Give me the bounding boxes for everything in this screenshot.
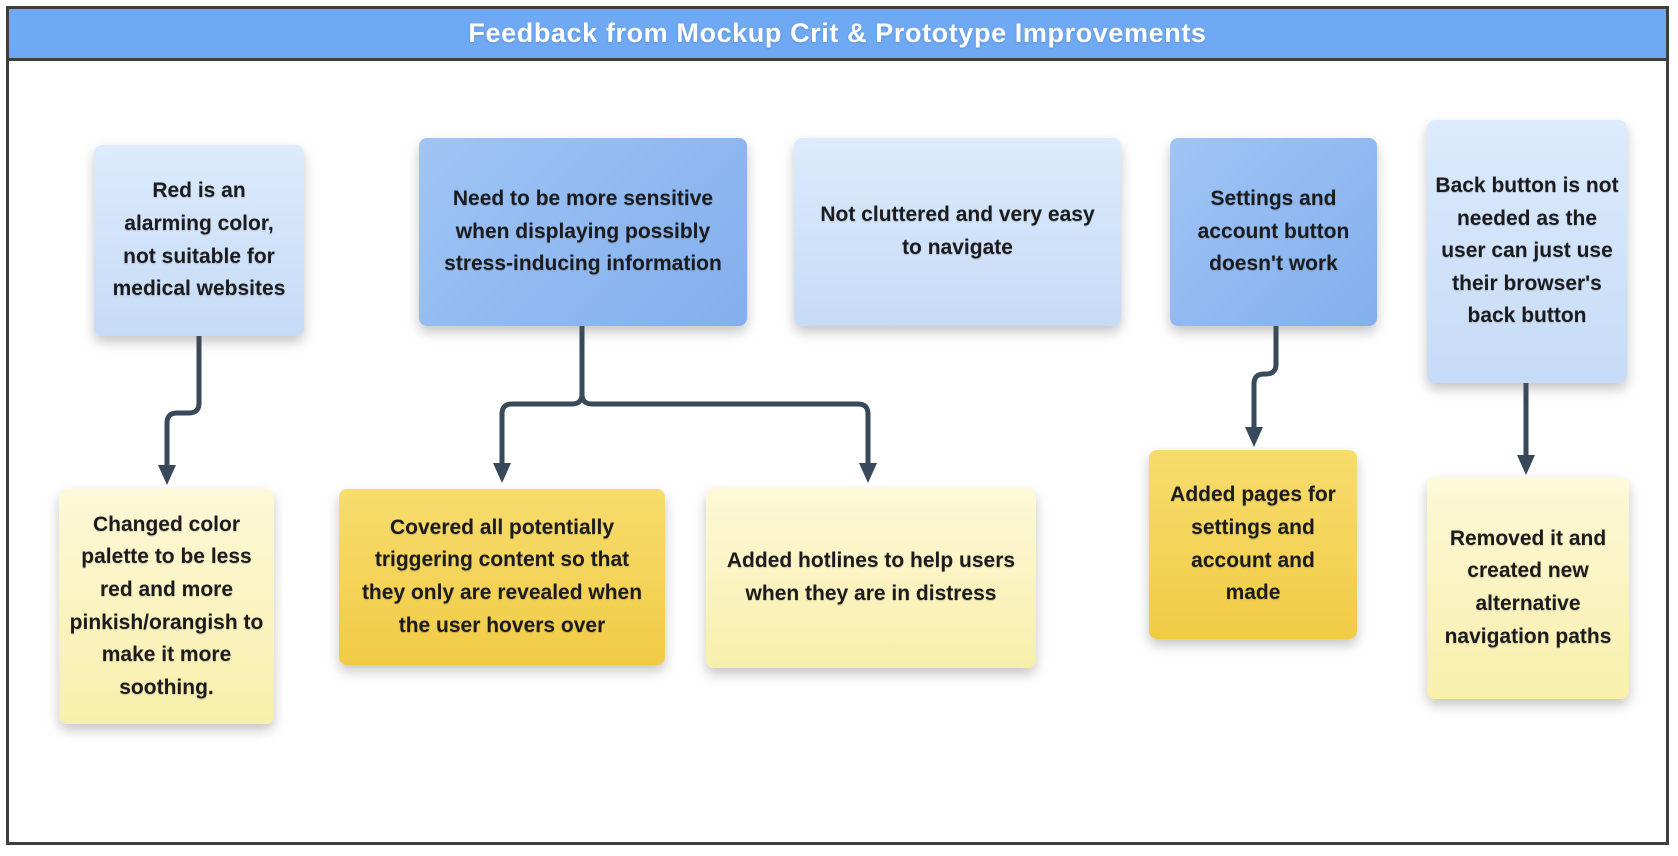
sticky-note-text: Not cluttered and very easy to navigate (820, 203, 1095, 259)
sticky-note-feedback-2: Need to be more sensitive when displayin… (419, 138, 747, 326)
connector-f1-i1 (158, 333, 202, 485)
arrowhead-icon (493, 463, 511, 483)
sticky-note-text: Removed it and created new alternative n… (1444, 526, 1612, 648)
sticky-note-text: Added hotlines to help users when they a… (726, 549, 1016, 605)
arrowhead-icon (859, 463, 877, 483)
sticky-note-text: Red is an alarming color, not suitable f… (112, 179, 286, 301)
sticky-note-text: Covered all potentially triggering conte… (361, 515, 643, 637)
arrowhead-icon (158, 465, 176, 485)
sticky-note-feedback-1: Red is an alarming color, not suitable f… (94, 145, 304, 336)
sticky-note-improvement-5: Removed it and created new alternative n… (1427, 477, 1629, 699)
title-bar: Feedback from Mockup Crit & Prototype Im… (9, 9, 1666, 61)
sticky-note-feedback-3: Not cluttered and very easy to navigate (794, 138, 1121, 326)
sticky-note-improvement-2: Covered all potentially triggering conte… (339, 489, 665, 665)
connector-f5-i5 (1517, 380, 1535, 475)
diagram-canvas: Feedback from Mockup Crit & Prototype Im… (6, 6, 1669, 845)
sticky-note-text: Changed color palette to be less red and… (69, 512, 264, 699)
arrowhead-icon (1245, 427, 1263, 447)
sticky-note-text: Added pages for settings and account and… (1170, 483, 1336, 605)
sticky-note-improvement-4: Added pages for settings and account and… (1149, 450, 1357, 639)
sticky-note-text: Back button is not needed as the user ca… (1435, 174, 1619, 328)
sticky-note-text: Need to be more sensitive when displayin… (444, 187, 722, 276)
connector-f4-i4 (1245, 323, 1279, 447)
diagram-title: Feedback from Mockup Crit & Prototype Im… (468, 18, 1207, 48)
sticky-note-feedback-4: Settings and account button doesn't work (1170, 138, 1377, 326)
sticky-note-text: Settings and account button doesn't work (1197, 187, 1350, 276)
connector-f2-i3 (579, 323, 877, 483)
sticky-note-improvement-1: Changed color palette to be less red and… (59, 489, 274, 724)
sticky-note-improvement-3: Added hotlines to help users when they a… (706, 488, 1036, 668)
connector-f2-i2 (493, 323, 585, 483)
board: Red is an alarming color, not suitable f… (9, 61, 1666, 839)
arrowhead-icon (1517, 455, 1535, 475)
sticky-note-feedback-5: Back button is not needed as the user ca… (1427, 120, 1627, 383)
